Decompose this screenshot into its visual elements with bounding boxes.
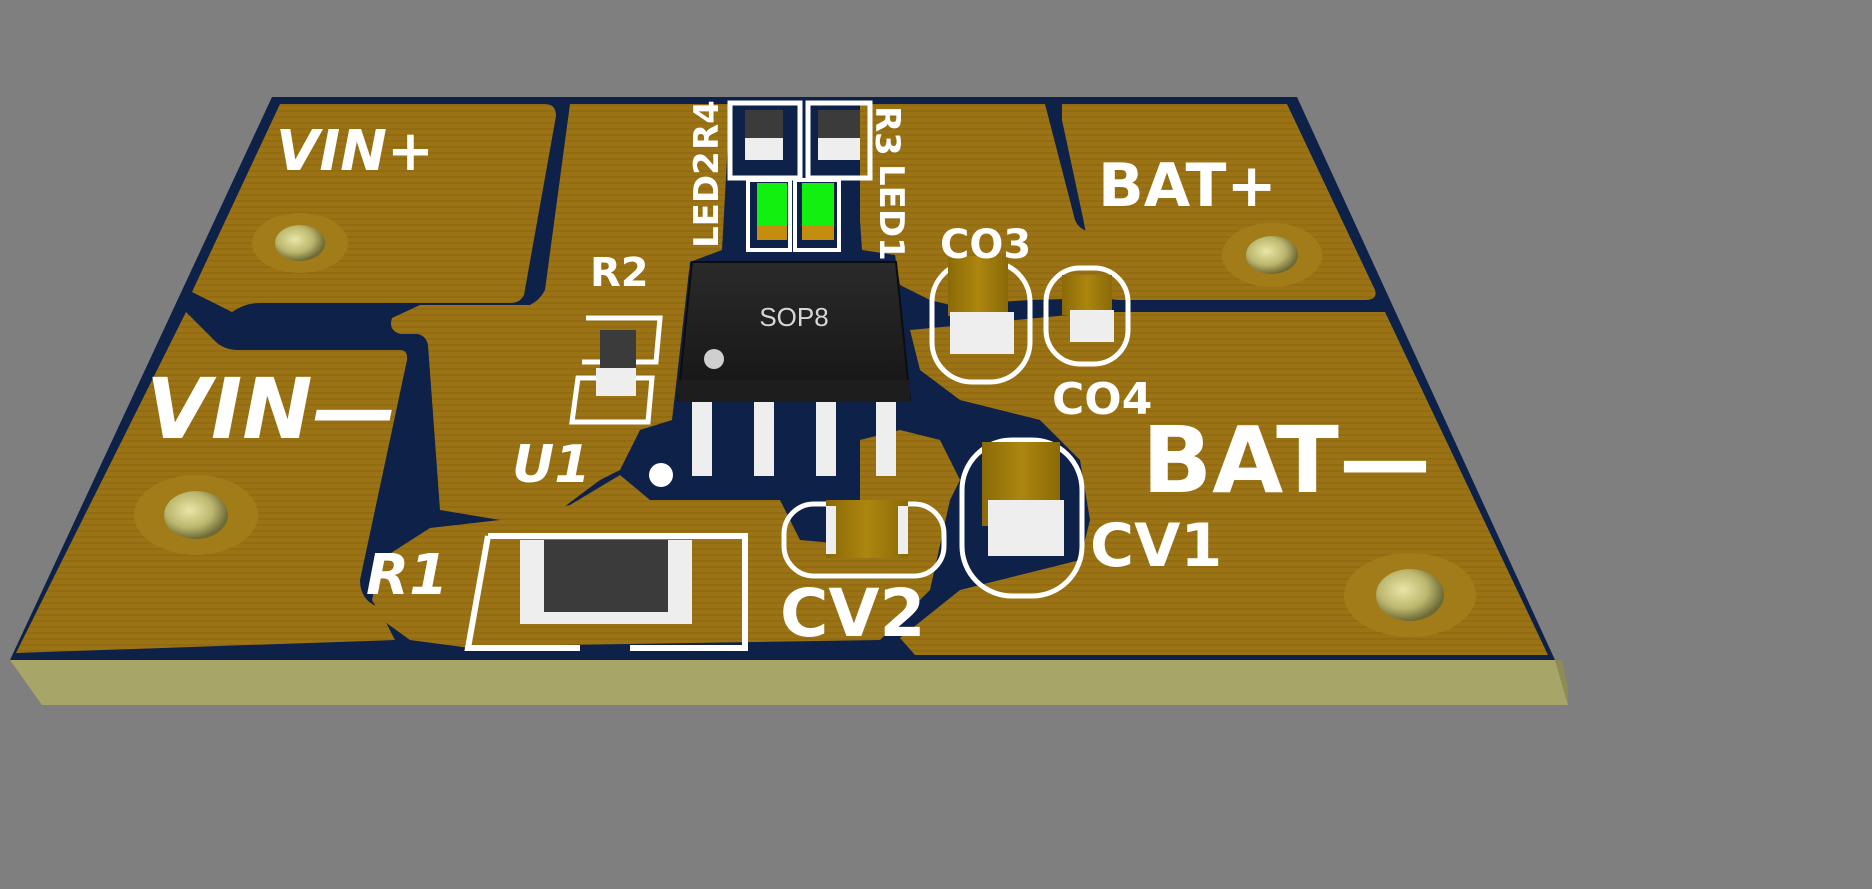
capacitor-cv1 <box>959 437 1085 599</box>
label-co4: CO4 <box>1052 374 1152 425</box>
ic-u1: SOP8 <box>676 261 912 476</box>
mounting-holes <box>134 213 1476 637</box>
resistor-r4 <box>727 100 803 181</box>
board-side-right <box>1555 660 1568 705</box>
label-r3: R3 <box>867 106 907 156</box>
ic-pins <box>692 402 896 476</box>
resistor-r1 <box>464 533 748 651</box>
label-led1: LED1 <box>871 164 911 261</box>
resistor-r2 <box>569 315 663 425</box>
label-cv2: CV2 <box>780 575 925 652</box>
silkscreen-labels: VIN+ VIN— BAT+ BAT— R2 U1 R1 CV2 CV1 CO3… <box>146 100 1431 652</box>
label-cv1: CV1 <box>1090 511 1222 581</box>
resistor-r3 <box>805 100 873 181</box>
label-co3: CO3 <box>940 222 1031 268</box>
label-vin-plus: VIN+ <box>276 119 434 184</box>
label-r4: R4 <box>687 100 727 150</box>
label-bat-plus: BAT+ <box>1098 151 1277 221</box>
copper-co3-area <box>860 104 1098 305</box>
capacitor-cv2 <box>781 500 947 579</box>
led-1 <box>793 178 841 252</box>
copper-center <box>391 104 730 520</box>
capacitor-co3 <box>929 256 1033 385</box>
board-edge <box>10 660 1568 705</box>
label-bat-minus: BAT— <box>1142 407 1431 514</box>
copper-cv2-area <box>860 430 960 640</box>
capacitor-co4 <box>1043 265 1131 367</box>
ic-package-label: SOP8 <box>759 302 828 332</box>
label-r1: R1 <box>366 543 448 608</box>
label-r2: R2 <box>590 250 649 296</box>
label-led2: LED2 <box>687 151 727 248</box>
label-u1: U1 <box>512 435 590 495</box>
led-2 <box>746 178 792 252</box>
pin1-marker <box>649 463 673 487</box>
label-vin-minus: VIN— <box>146 360 397 458</box>
